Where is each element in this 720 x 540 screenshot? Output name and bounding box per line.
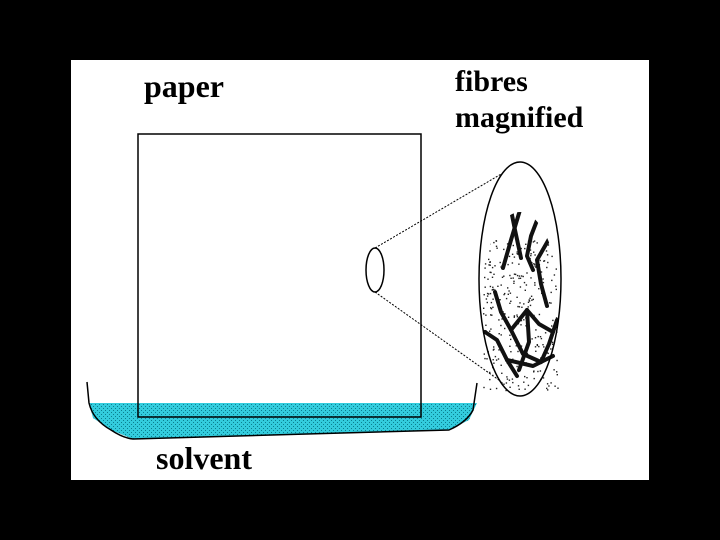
magnified-fibres-view [478, 161, 562, 397]
chromatography-diagram [86, 133, 562, 440]
magnification-spot [365, 247, 385, 293]
paper-label: paper [144, 68, 224, 104]
paper-sheet [137, 133, 422, 418]
fibres-label-line1: fibres [455, 65, 528, 98]
solvent-label: solvent [156, 440, 252, 476]
solvent-liquid [89, 403, 477, 439]
solvent-tray [86, 381, 478, 440]
magnification-line-top [374, 162, 521, 249]
magnification-line-bottom [374, 291, 521, 396]
fibres-label-line2: magnified [455, 101, 584, 134]
